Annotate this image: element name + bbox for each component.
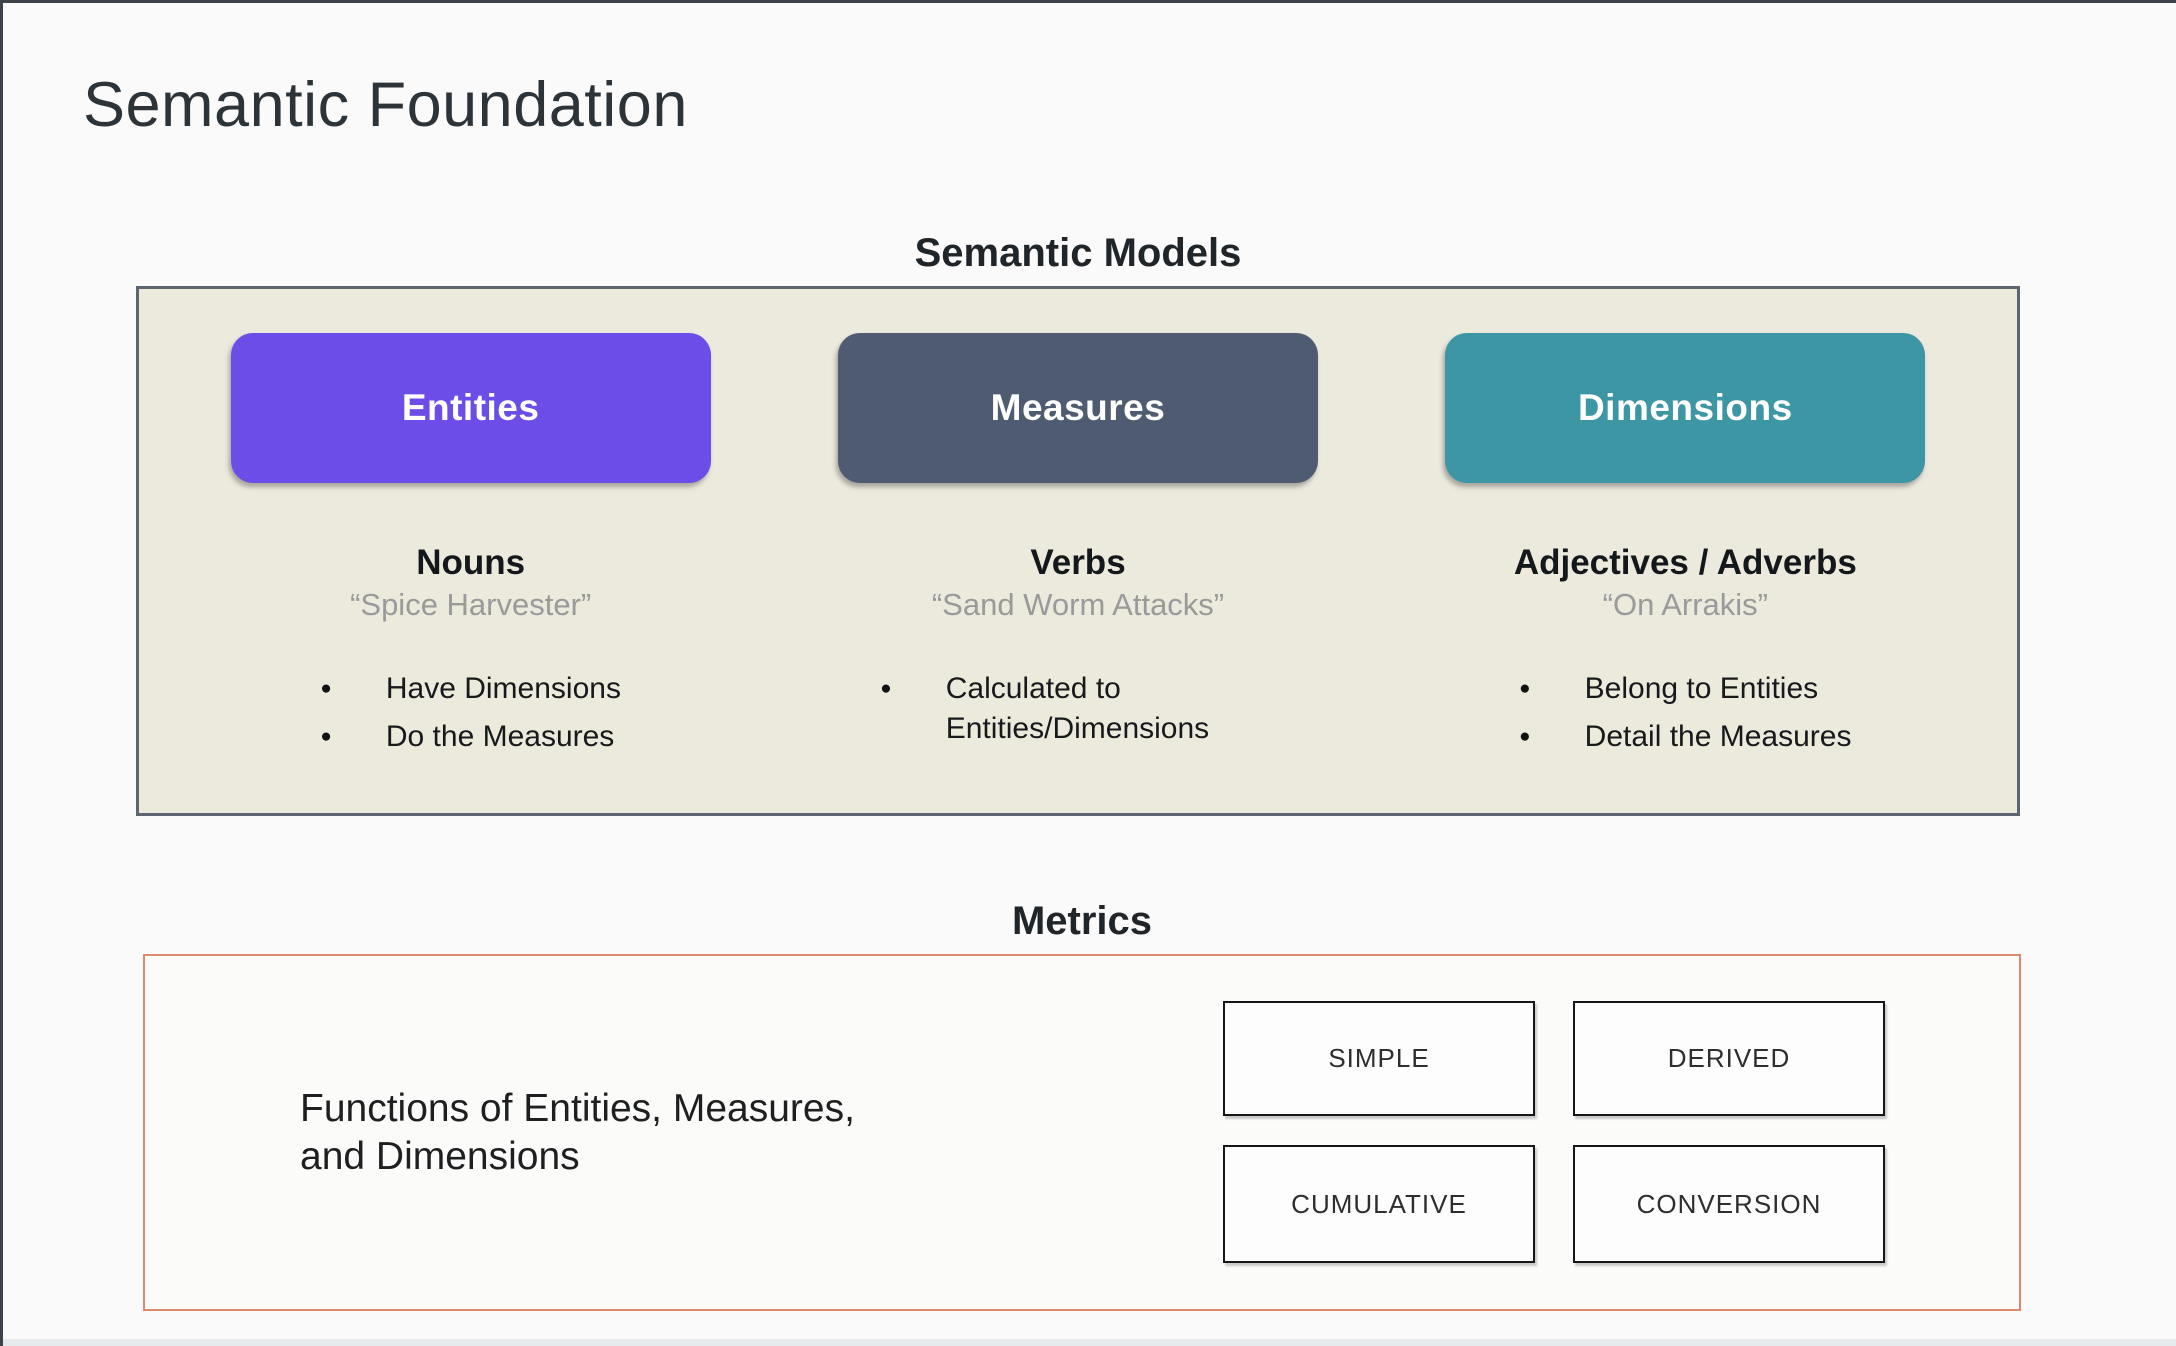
- measures-column: Measures Verbs “Sand Worm Attacks” ● Cal…: [774, 333, 1381, 813]
- entities-example-quote: “Spice Harvester”: [350, 587, 592, 622]
- list-item: ● Do the Measures: [320, 717, 621, 757]
- list-item: ● Calculated to Entities/Dimensions: [880, 669, 1275, 749]
- measures-part-of-speech: Verbs: [1030, 543, 1126, 582]
- dimensions-bullet-list: ● Belong to Entities ● Detail the Measur…: [1519, 669, 1851, 765]
- dimensions-column: Dimensions Adjectives / Adverbs “On Arra…: [1382, 333, 1989, 813]
- dimensions-example-quote: “On Arrakis”: [1602, 587, 1768, 622]
- bullet-icon: ●: [880, 678, 892, 699]
- bullet-icon: ●: [320, 678, 332, 699]
- bullet-icon: ●: [320, 726, 332, 747]
- measures-example-quote: “Sand Worm Attacks”: [931, 587, 1225, 622]
- dimensions-pill: Dimensions: [1445, 333, 1926, 483]
- measures-bullet-list: ● Calculated to Entities/Dimensions: [880, 669, 1275, 757]
- entities-column: Entities Nouns “Spice Harvester” ● Have …: [167, 333, 774, 813]
- entities-pill: Entities: [230, 333, 711, 483]
- entities-part-of-speech: Nouns: [416, 543, 526, 582]
- bullet-icon: ●: [1519, 726, 1531, 747]
- metric-type-simple: SIMPLE: [1223, 1001, 1535, 1116]
- metrics-heading: Metrics: [1011, 899, 1153, 943]
- measures-pill: Measures: [837, 333, 1318, 483]
- metric-type-cumulative: CUMULATIVE: [1223, 1145, 1535, 1263]
- metrics-description: Functions of Entities, Measures, and Dim…: [300, 1085, 855, 1181]
- list-item: ● Have Dimensions: [320, 669, 621, 709]
- list-item: ● Detail the Measures: [1519, 717, 1851, 757]
- metric-type-derived: DERIVED: [1573, 1001, 1885, 1116]
- metrics-section: Metrics Functions of Entities, Measures,…: [143, 899, 2021, 1311]
- dimensions-part-of-speech: Adjectives / Adverbs: [1513, 543, 1857, 582]
- list-item: ● Belong to Entities: [1519, 669, 1851, 709]
- page-title: Semantic Foundation: [83, 70, 688, 140]
- semantic-models-section: Semantic Models Entities Nouns “Spice Ha…: [136, 231, 2020, 816]
- semantic-models-panel: Entities Nouns “Spice Harvester” ● Have …: [136, 286, 2020, 816]
- entities-bullet-list: ● Have Dimensions ● Do the Measures: [320, 669, 621, 765]
- metrics-panel: Functions of Entities, Measures, and Dim…: [143, 954, 2021, 1311]
- metric-types-grid: SIMPLE DERIVED CUMULATIVE CONVERSION: [1223, 1001, 1885, 1263]
- metric-type-conversion: CONVERSION: [1573, 1145, 1885, 1263]
- semantic-models-heading: Semantic Models: [914, 231, 1242, 275]
- bullet-icon: ●: [1519, 678, 1531, 699]
- metrics-description-line2: and Dimensions: [300, 1134, 580, 1178]
- metrics-description-line1: Functions of Entities, Measures,: [300, 1086, 855, 1130]
- bottom-edge-strip: [3, 1339, 2176, 1346]
